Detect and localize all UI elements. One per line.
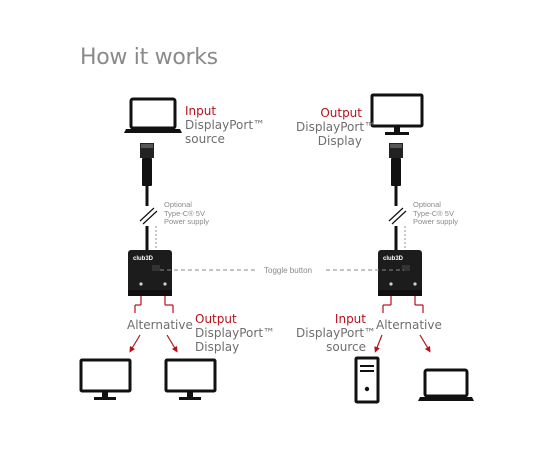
left-output-line2: Display — [195, 340, 240, 354]
toggle-button-label: Toggle button — [264, 266, 313, 275]
cable-break-mark-left — [139, 207, 155, 222]
right-optional-power-text: Optional Type-C® 5V Power supply — [413, 200, 459, 227]
right-input-role: Input — [334, 312, 366, 326]
left-alternative-label: Alternative — [127, 318, 193, 332]
switch-device-right — [378, 250, 422, 296]
left-output-line1: DisplayPort™ — [195, 326, 276, 340]
right-top-line2: Display — [317, 134, 362, 148]
displayport-plug-right-top — [389, 143, 403, 186]
cable-break-mark-right — [388, 207, 404, 222]
pc-tower-icon-input-source — [354, 356, 380, 404]
right-input-line2: source — [326, 340, 366, 354]
monitor-icon-output-display — [370, 93, 424, 135]
monitor-icon-left-alternative — [79, 358, 132, 400]
switch-device-left — [128, 250, 172, 296]
left-top-line1: DisplayPort™ — [185, 118, 266, 132]
left-output-role: Output — [195, 312, 237, 326]
arrow-right-alt — [419, 334, 431, 353]
arrow-left-output — [166, 334, 178, 353]
right-top-line1: DisplayPort™ — [296, 120, 377, 134]
left-top-role: Input — [185, 104, 217, 118]
laptop-icon-right-alternative — [418, 368, 474, 401]
page-title: How it works — [80, 45, 218, 70]
arrow-left-alt — [129, 334, 141, 353]
right-top-role: Output — [320, 106, 362, 120]
brand-logo-left: club3D — [133, 256, 154, 262]
left-optional-power-text: Optional Type-C® 5V Power supply — [164, 200, 210, 227]
right-input-line1: DisplayPort™ — [296, 326, 377, 340]
brand-logo-right: club3D — [383, 256, 404, 262]
left-top-line2: source — [185, 132, 225, 146]
arrow-right-input — [374, 334, 383, 353]
right-alternative-label: Alternative — [376, 318, 442, 332]
laptop-icon-input-source — [124, 97, 182, 133]
displayport-plug-left-top — [140, 143, 154, 186]
monitor-icon-left-output — [164, 358, 217, 400]
